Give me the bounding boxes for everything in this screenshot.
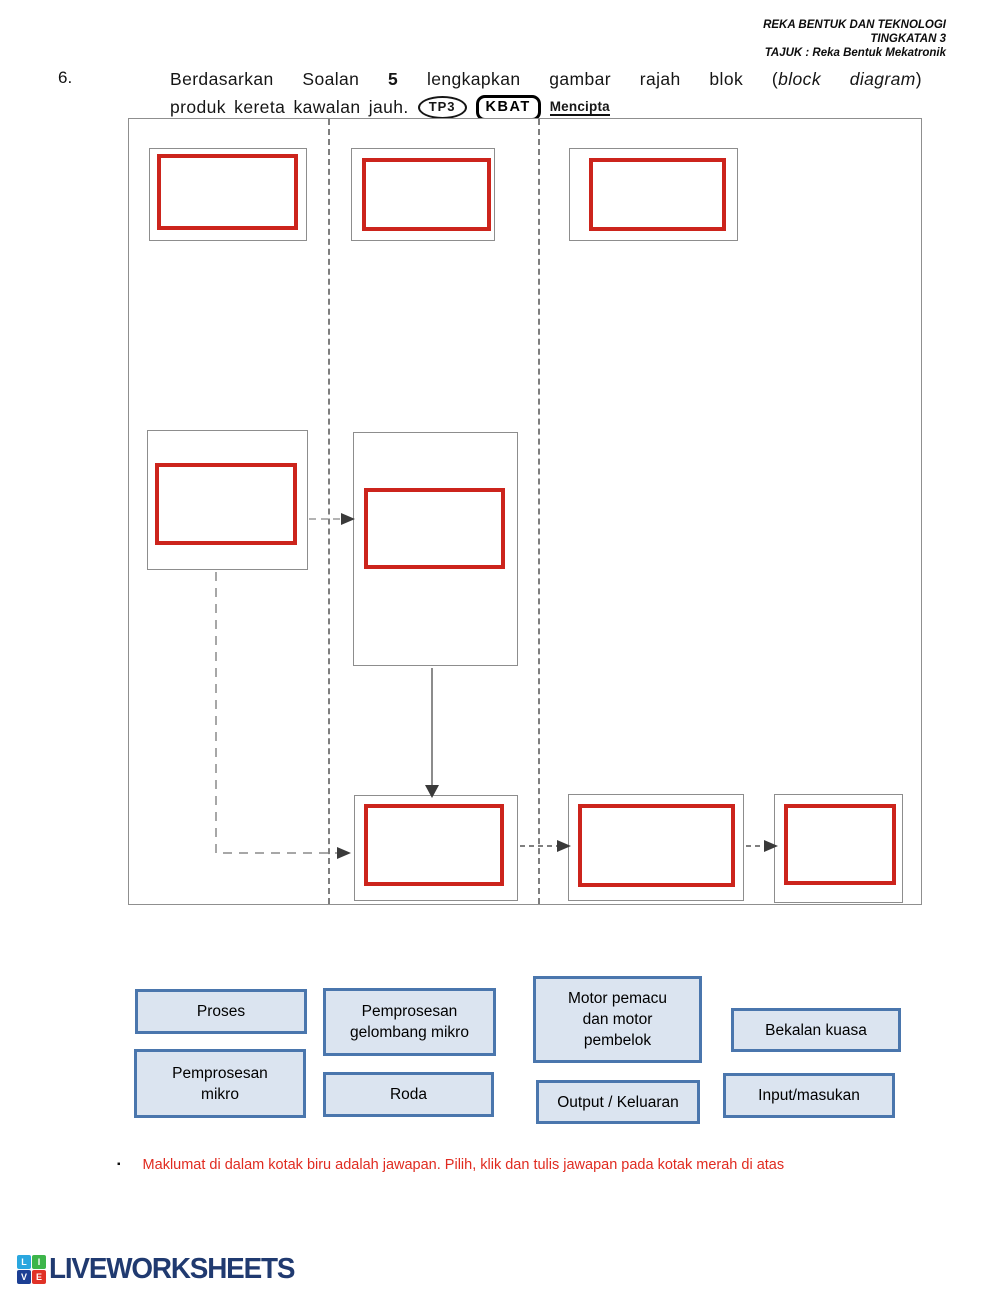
liveworksheets-logo-icon: L I V E (17, 1255, 46, 1284)
option-pemprosesan-mikro[interactable]: Pemprosesan mikro (134, 1049, 306, 1118)
answer-box-3[interactable] (589, 158, 726, 231)
option-motor-pemacu-dan-motor-pembelok[interactable]: Motor pemacu dan motor pembelok (533, 976, 702, 1063)
question-seg4: block diagram (778, 69, 916, 89)
option-proses[interactable]: Proses (135, 989, 307, 1034)
answer-box-4[interactable] (155, 463, 297, 545)
arrow-bottom-mid-to-right (520, 840, 571, 852)
option-label: Bekalan kuasa (765, 1021, 867, 1039)
answer-slot-1 (149, 148, 307, 241)
question-number: 6. (58, 68, 73, 87)
arrow-process-down (425, 668, 439, 798)
answer-slot-5 (353, 432, 518, 666)
note-text: Maklumat di dalam kotak biru adalah jawa… (142, 1157, 785, 1173)
question-seg1: Berdasarkan Soalan (170, 69, 389, 89)
logo-square-v: V (17, 1270, 31, 1284)
question-seg2: 5 (388, 69, 399, 89)
answer-box-2[interactable] (362, 158, 491, 231)
dashed-connector-left-to-bottom (215, 572, 351, 859)
answer-slot-7 (568, 794, 744, 901)
note-bullet: ▪ (117, 1159, 121, 1170)
answer-box-6[interactable] (364, 804, 504, 886)
header-subject: REKA BENTUK DAN TEKNOLOGI (763, 19, 946, 31)
mencipta-label: Mencipta (549, 99, 610, 116)
question-text: Berdasarkan Soalan 5 lengkapkan gambar r… (170, 66, 922, 121)
option-label: Pemprosesan mikro (172, 1064, 268, 1103)
answer-box-8[interactable] (784, 804, 896, 885)
answer-slot-4 (147, 430, 308, 570)
logo-square-e: E (32, 1270, 46, 1284)
block-diagram-canvas (128, 118, 922, 905)
question-line-2: produk kereta kawalan jauh. TP3 KBAT Men… (170, 94, 922, 121)
answer-slot-8 (774, 794, 903, 903)
instruction-note: ▪ Maklumat di dalam kotak biru adalah ja… (117, 1155, 784, 1175)
logo-square-i: I (32, 1255, 46, 1269)
arrow-input-to-process (309, 513, 355, 525)
header-form: TINGKATAN 3 (870, 33, 946, 45)
option-pemprosesan-gelombang-mikro[interactable]: Pemprosesan gelombang mikro (323, 988, 496, 1056)
logo-square-l: L (17, 1255, 31, 1269)
option-label: Motor pemacu dan motor pembelok (567, 990, 668, 1049)
header-topic: TAJUK : Reka Bentuk Mekatronik (764, 47, 946, 59)
answer-box-7[interactable] (578, 804, 735, 887)
page-header: REKA BENTUK DAN TEKNOLOGI TINGKATAN 3 TA… (763, 18, 946, 60)
answer-slot-6 (354, 795, 518, 901)
question-line-1: Berdasarkan Soalan 5 lengkapkan gambar r… (170, 66, 922, 93)
logo-text: LIVEWORKSHEETS (49, 1253, 295, 1285)
answer-slot-2 (351, 148, 495, 241)
option-label: Pemprosesan gelombang mikro (350, 1003, 469, 1041)
option-roda[interactable]: Roda (323, 1072, 494, 1117)
column-divider-1 (328, 119, 330, 904)
option-label: Input/masukan (758, 1087, 860, 1104)
question-seg3: lengkapkan gambar rajah blok ( (398, 69, 779, 89)
kbat-badge: KBAT (475, 94, 541, 121)
liveworksheets-logo[interactable]: L I V E LIVEWORKSHEETS (17, 1253, 305, 1286)
option-label: Proses (196, 1003, 246, 1020)
answer-box-1[interactable] (157, 154, 298, 230)
option-label: Output / Keluaran (557, 1093, 679, 1111)
option-output-keluaran[interactable]: Output / Keluaran (536, 1080, 700, 1124)
option-label: Roda (389, 1086, 428, 1103)
tp3-badge: TP3 (417, 96, 467, 119)
column-divider-2 (538, 119, 540, 904)
question-line2-text: produk kereta kawalan jauh. (170, 97, 409, 117)
option-input-masukan[interactable]: Input/masukan (723, 1073, 895, 1118)
option-bekalan-kuasa[interactable]: Bekalan kuasa (731, 1008, 901, 1052)
answer-box-5[interactable] (364, 488, 505, 569)
answer-slot-3 (569, 148, 738, 241)
question-seg5: ) (915, 69, 922, 89)
